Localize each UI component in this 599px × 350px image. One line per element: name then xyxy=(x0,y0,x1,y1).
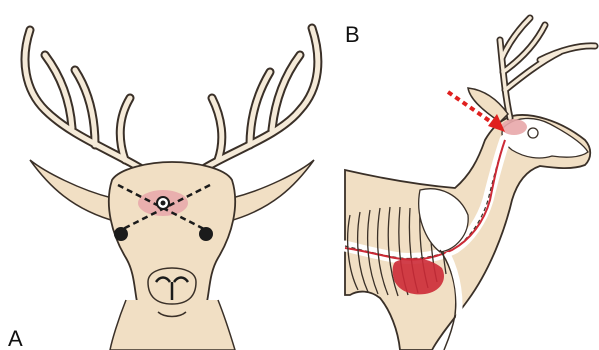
crosshair-center xyxy=(161,201,166,206)
deer-ear-side xyxy=(468,88,508,122)
right-ear xyxy=(226,160,314,222)
deer-neck-front xyxy=(110,300,235,350)
panel-a: A xyxy=(8,28,318,350)
panel-b-label: B xyxy=(345,22,360,47)
right-eye xyxy=(199,227,213,241)
brainstem-target-zone xyxy=(501,119,527,135)
left-ear xyxy=(30,160,118,222)
panel-a-label: A xyxy=(8,326,23,350)
left-eye xyxy=(114,227,128,241)
panel-b: B xyxy=(345,18,595,350)
deer-antlers-side xyxy=(500,18,595,118)
